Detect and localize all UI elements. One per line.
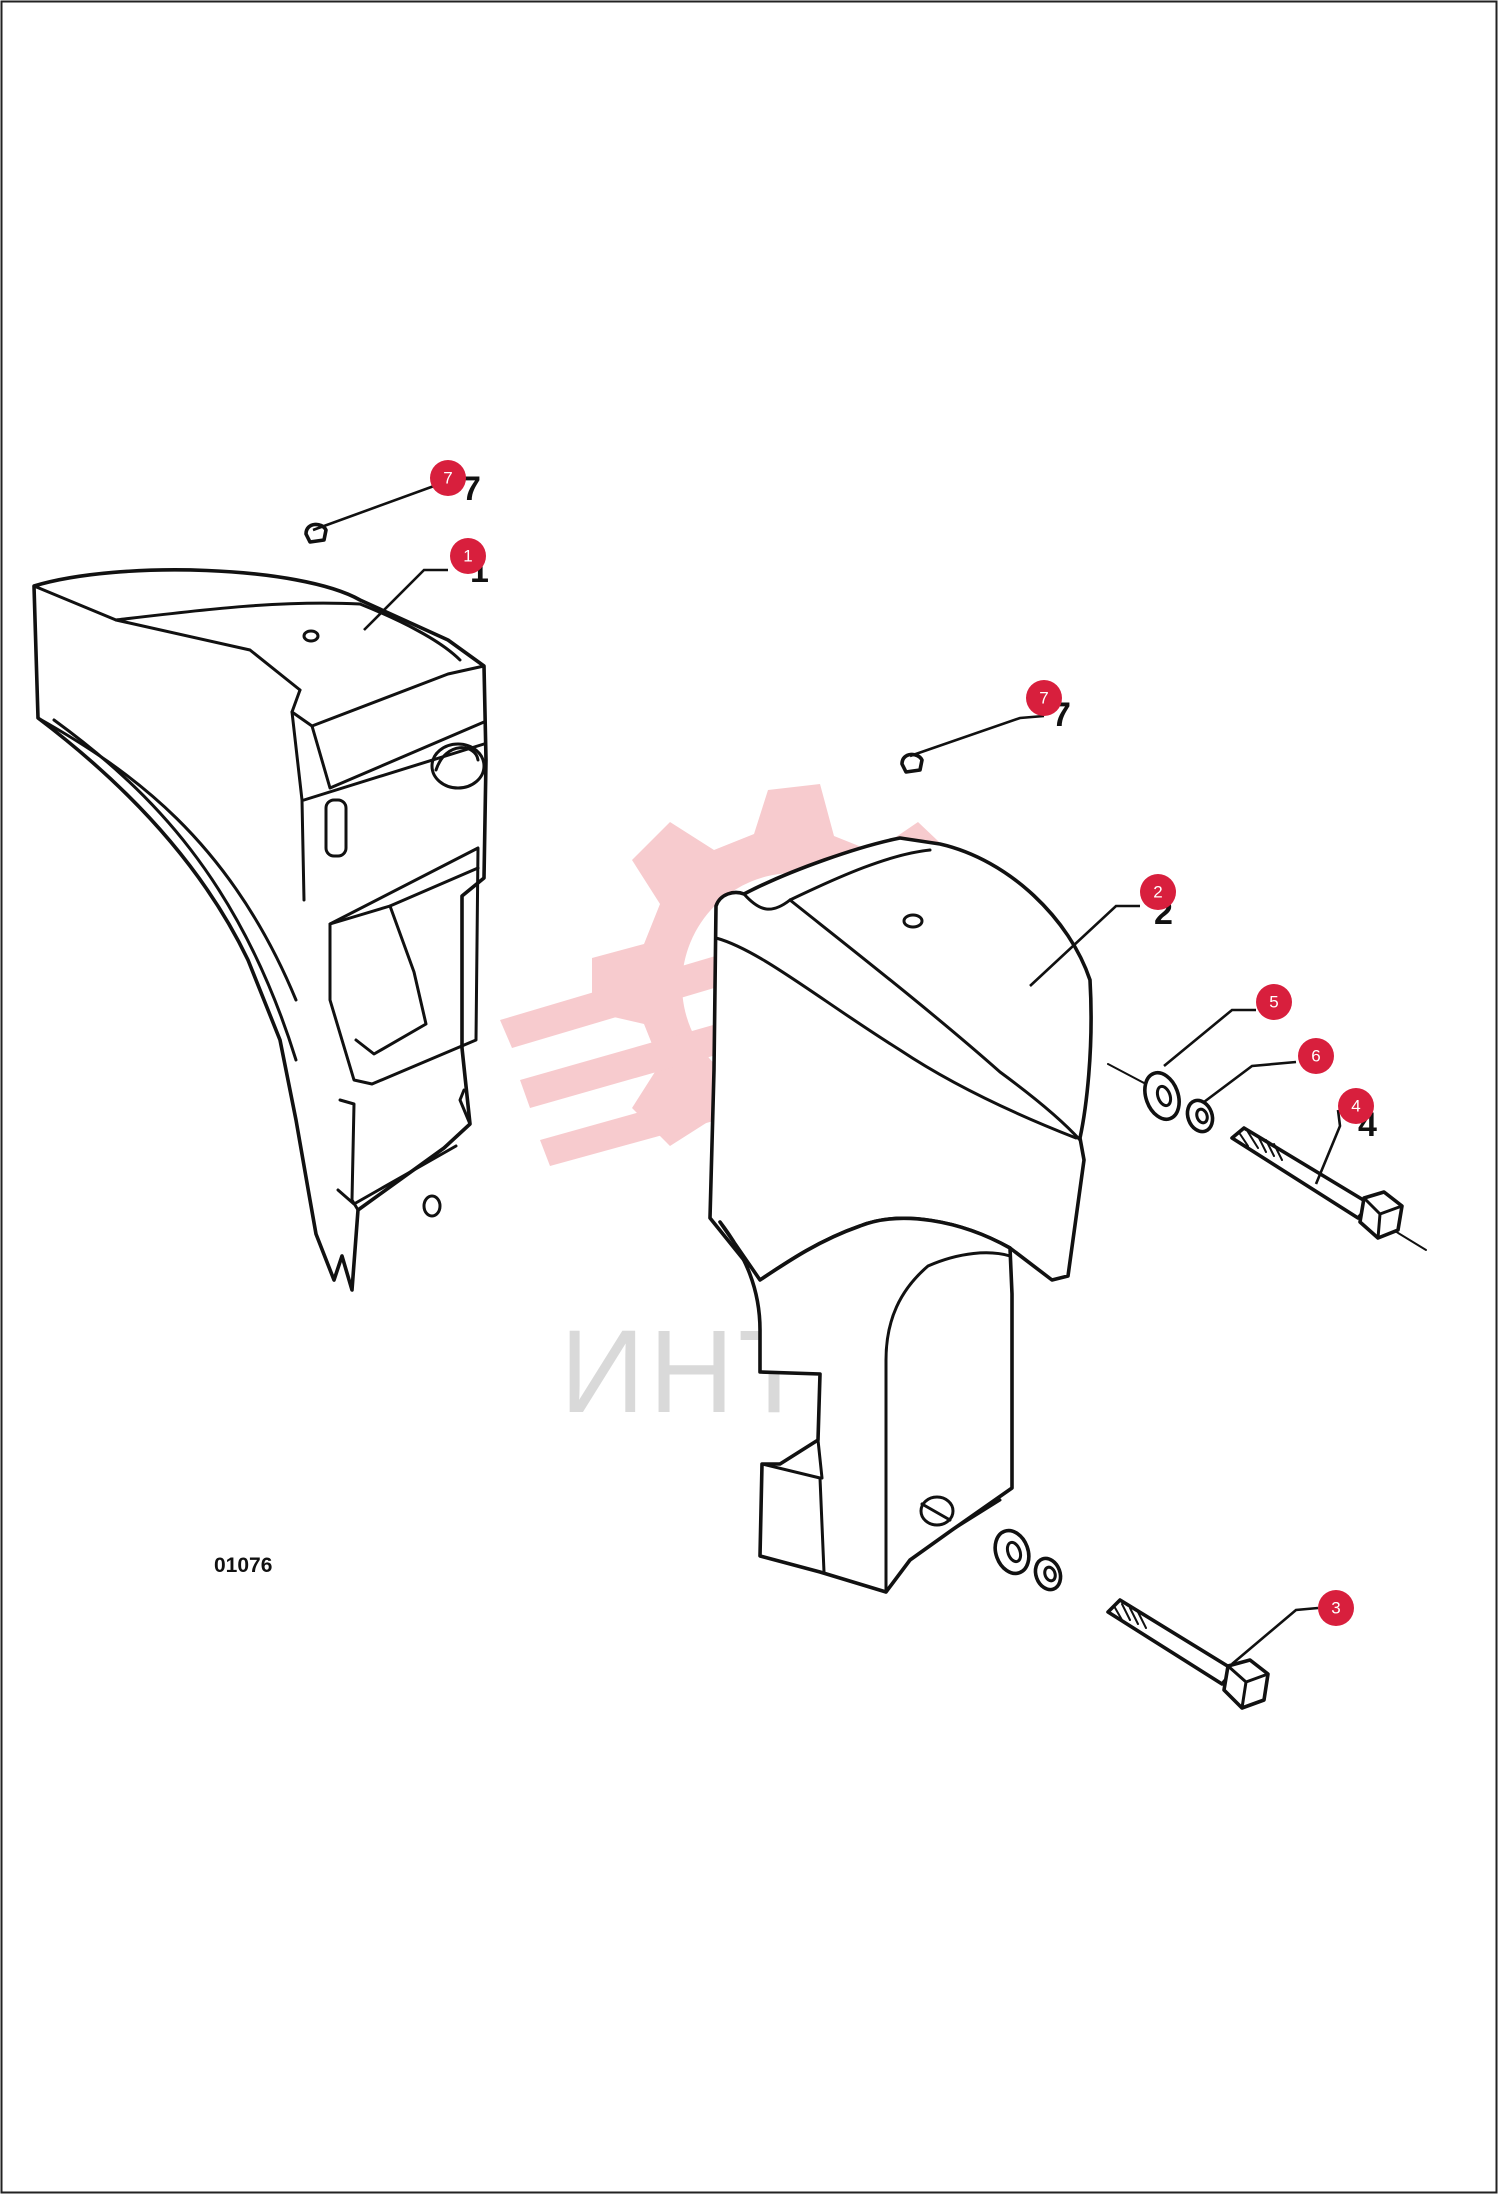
leader-lines bbox=[312, 484, 1342, 1665]
callout-4[interactable]: 4 bbox=[1338, 1088, 1374, 1124]
callout-7-right[interactable]: 7 bbox=[1026, 680, 1062, 716]
part-7-rivet-top-left bbox=[304, 522, 328, 544]
drawing-code-label: 01076 bbox=[214, 1554, 273, 1577]
svg-text:6: 6 bbox=[1311, 1047, 1320, 1066]
part-1-bracket bbox=[32, 568, 488, 1292]
lower-washers bbox=[993, 1528, 1063, 1592]
part-2-housing bbox=[708, 836, 1093, 1594]
part-7-rivet-right bbox=[900, 752, 924, 774]
svg-text:4: 4 bbox=[1351, 1097, 1360, 1116]
callout-1[interactable]: 1 bbox=[450, 538, 486, 574]
svg-text:2: 2 bbox=[1153, 883, 1162, 902]
callout-3[interactable]: 3 bbox=[1318, 1590, 1354, 1626]
part-5-flat-washer bbox=[1143, 1070, 1181, 1122]
callout-6[interactable]: 6 bbox=[1298, 1038, 1334, 1074]
svg-text:3: 3 bbox=[1331, 1599, 1340, 1618]
svg-text:1: 1 bbox=[463, 547, 472, 566]
svg-text:5: 5 bbox=[1269, 993, 1278, 1012]
callout-5[interactable]: 5 bbox=[1256, 984, 1292, 1020]
callout-2[interactable]: 2 bbox=[1140, 874, 1176, 910]
part-4-bolt bbox=[1230, 1126, 1404, 1240]
part-6-lock-washer bbox=[1185, 1098, 1215, 1134]
svg-text:7: 7 bbox=[1039, 689, 1048, 708]
part-3-bolt bbox=[1106, 1598, 1270, 1710]
svg-text:7: 7 bbox=[443, 469, 452, 488]
printed-number-7-top: 7 bbox=[462, 470, 481, 508]
callout-7-top[interactable]: 7 bbox=[430, 460, 466, 496]
